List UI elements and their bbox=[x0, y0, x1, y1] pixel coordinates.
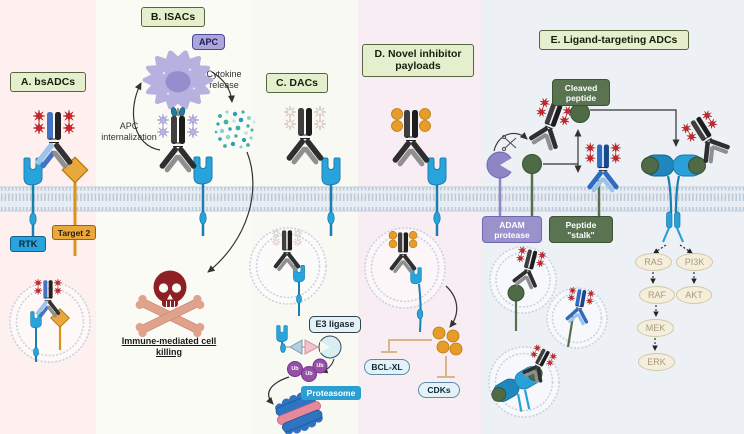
cleaved-peptide-to-dimer-arrow bbox=[590, 109, 680, 147]
apc-internalization-text: APC internalization bbox=[101, 121, 157, 142]
panel-d-title: D. Novel inhibitor payloads bbox=[362, 44, 474, 77]
cascade-node-akt: AKT bbox=[676, 286, 712, 304]
endosome-vesicle-e2 bbox=[546, 286, 608, 349]
cascade-node-mek: MEK bbox=[637, 319, 674, 337]
peptide-receptor-1 bbox=[522, 154, 542, 174]
dac-antibody bbox=[284, 106, 326, 166]
peptide-stalk-label: Peptide "stalk" bbox=[549, 216, 613, 244]
immune-killing-text: Immune-mediated cell killing bbox=[121, 336, 217, 357]
panel-a-art bbox=[9, 110, 91, 363]
cdks-label: CDKs bbox=[418, 382, 460, 399]
bcl-xl-label: BCL-XL bbox=[364, 359, 410, 376]
adam-protease-label: ADAM protease bbox=[482, 216, 542, 244]
apc-label: APC bbox=[192, 34, 225, 50]
panel-b-art bbox=[132, 50, 256, 338]
tumor-antigen-receptor-d bbox=[427, 157, 447, 186]
panel-e-title: E. Ligand-targeting ADCs bbox=[539, 30, 689, 51]
anti-peptide-antibody bbox=[585, 143, 621, 194]
scissors-icon bbox=[501, 134, 517, 152]
target2-label: Target 2 bbox=[52, 225, 96, 241]
cleaved-peptide-icon bbox=[570, 103, 590, 123]
ubiquitin bbox=[312, 358, 328, 374]
released-payload-dots bbox=[432, 326, 463, 356]
endosome-vesicle-c bbox=[249, 227, 327, 316]
panel-d-art bbox=[364, 108, 463, 378]
inhibition-lines bbox=[381, 339, 455, 378]
killing-arrow bbox=[207, 151, 254, 273]
apc-internalization-arrow bbox=[132, 82, 161, 151]
receptor-dimer bbox=[641, 154, 706, 243]
cascade-node-pi3k: PI3K bbox=[676, 253, 713, 271]
protac-target-ligand bbox=[289, 339, 303, 355]
panel-c-background bbox=[251, 0, 358, 434]
endosome-vesicle-d bbox=[364, 227, 446, 333]
ubiquitin bbox=[287, 361, 303, 377]
ubiquitin bbox=[301, 366, 317, 382]
cytokine-release-text: Cytokine release bbox=[206, 69, 242, 90]
tumor-antigen-receptor-b bbox=[193, 156, 213, 185]
rtk-label: RTK bbox=[10, 236, 46, 252]
panel-e-art bbox=[486, 96, 734, 418]
cytokine-release-arrow bbox=[211, 71, 235, 103]
peptide-branch-connector bbox=[543, 129, 582, 173]
panel-c-art bbox=[249, 106, 342, 434]
ubiquitin-label: Ub bbox=[316, 363, 324, 369]
ubiquitin-label: Ub bbox=[291, 366, 299, 372]
panel-c-title: C. DACs bbox=[266, 73, 328, 94]
panel-a-title: A. bsADCs bbox=[10, 72, 86, 93]
protac-e3-complex bbox=[266, 325, 342, 405]
cleaved-peptide-label: Cleaved peptide bbox=[552, 79, 610, 107]
endosome-vesicle-e1 bbox=[489, 245, 557, 331]
cleavage-arrow bbox=[493, 132, 528, 152]
cascade-node-ras: RAS bbox=[635, 253, 672, 271]
tumor-antigen-receptor-c bbox=[321, 157, 341, 186]
cascade-node-erk: ERK bbox=[638, 353, 675, 371]
cytokine-dots bbox=[214, 110, 256, 149]
cascade-node-raf: RAF bbox=[639, 286, 675, 304]
endosome-vesicle-e3 bbox=[488, 343, 560, 418]
adam-protease-icon bbox=[486, 151, 519, 179]
e3-ligase-label: E3 ligase bbox=[309, 316, 361, 333]
cell-membrane bbox=[0, 186, 744, 212]
proteasome-label: Proteasome bbox=[301, 386, 361, 401]
panel-b-title: B. ISACs bbox=[141, 7, 205, 28]
skull-crossbones-icon bbox=[135, 270, 205, 338]
endosome-vesicle-a bbox=[9, 279, 91, 363]
ubiquitin-label: Ub bbox=[305, 371, 313, 377]
bispecific-adc-antibody bbox=[33, 110, 75, 170]
inhibitor-adc-antibody bbox=[391, 108, 431, 168]
protac-e3-ligand bbox=[304, 339, 320, 355]
apc-cell bbox=[142, 50, 214, 110]
payload-release-arrow bbox=[445, 285, 458, 328]
